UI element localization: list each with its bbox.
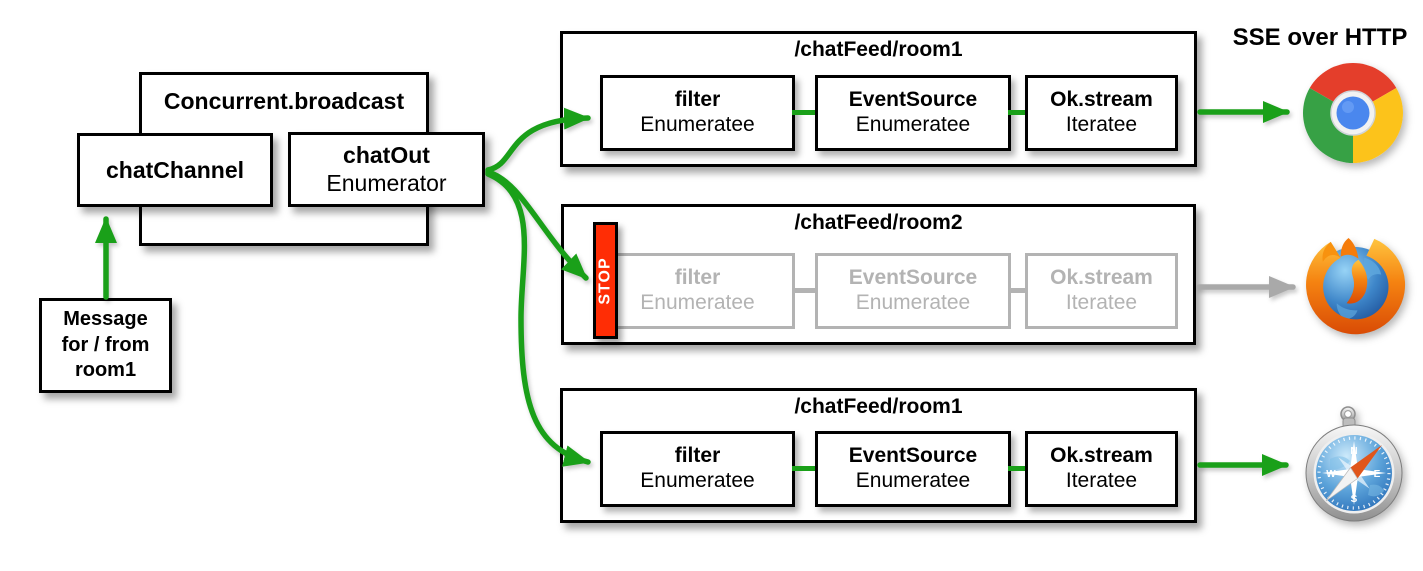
stage-type: Enumeratee xyxy=(855,113,971,136)
stage-type: Iteratee xyxy=(1065,113,1138,136)
safari-browser-icon: N E S W xyxy=(1305,406,1403,522)
stage-name: EventSource xyxy=(848,266,978,290)
stage-connector xyxy=(792,110,818,115)
compass-letter-e: E xyxy=(1374,469,1381,480)
message-line-3: room1 xyxy=(74,359,137,382)
stop-label: STOP xyxy=(596,256,614,305)
pipeline-room1-bottom: /chatFeed/room1 filter Enumeratee EventS… xyxy=(560,388,1197,523)
stage-okstream: Ok.stream Iteratee xyxy=(1025,75,1178,151)
stage-filter: filter Enumeratee xyxy=(600,253,795,329)
pipeline-title: /chatFeed/room2 xyxy=(794,211,963,234)
stage-type: Enumeratee xyxy=(640,469,755,492)
stage-eventsource: EventSource Enumeratee xyxy=(815,431,1011,507)
chrome-browser-icon xyxy=(1303,63,1403,163)
compass-letter-n: N xyxy=(1350,446,1357,457)
chat-channel-box: chatChannel xyxy=(77,133,273,207)
pipeline-title: /chatFeed/room1 xyxy=(794,395,963,418)
stage-type: Enumeratee xyxy=(640,291,755,314)
pipeline-room1-top: /chatFeed/room1 filter Enumeratee EventS… xyxy=(560,31,1197,167)
stop-bar: STOP xyxy=(593,222,618,339)
chat-out-type: Enumerator xyxy=(326,169,447,196)
stage-okstream: Ok.stream Iteratee xyxy=(1025,253,1178,329)
stage-filter: filter Enumeratee xyxy=(600,75,795,151)
stage-type: Enumeratee xyxy=(855,291,971,314)
stage-okstream: Ok.stream Iteratee xyxy=(1025,431,1178,507)
stage-connector xyxy=(1008,466,1028,471)
stage-name: Ok.stream xyxy=(1050,444,1153,468)
stage-name: filter xyxy=(674,88,721,112)
stage-name: EventSource xyxy=(848,444,978,468)
stage-connector xyxy=(792,466,818,471)
stage-type: Enumeratee xyxy=(855,469,971,492)
compass-letter-s: S xyxy=(1351,494,1358,505)
stage-eventsource: EventSource Enumeratee xyxy=(815,75,1011,151)
stage-name: filter xyxy=(674,444,721,468)
stage-type: Iteratee xyxy=(1065,291,1138,314)
chat-out-box: chatOut Enumerator xyxy=(288,132,485,207)
firefox-browser-icon xyxy=(1306,237,1406,335)
stage-name: filter xyxy=(674,266,721,290)
chat-channel-label: chatChannel xyxy=(105,156,245,183)
stage-connector xyxy=(792,288,818,293)
concurrent-broadcast-title: Concurrent.broadcast xyxy=(163,88,405,114)
sse-over-http-label: SSE over HTTP xyxy=(1232,24,1408,51)
stage-type: Enumeratee xyxy=(640,113,755,136)
chat-out-name: chatOut xyxy=(343,142,430,169)
message-box: Message for / from room1 xyxy=(39,298,172,393)
pipeline-room2-stopped: /chatFeed/room2 filter Enumeratee EventS… xyxy=(561,204,1196,345)
pipeline-title: /chatFeed/room1 xyxy=(794,38,963,61)
stage-filter: filter Enumeratee xyxy=(600,431,795,507)
stage-type: Iteratee xyxy=(1065,469,1138,492)
message-line-1: Message xyxy=(63,308,148,331)
stage-name: Ok.stream xyxy=(1050,88,1153,112)
message-line-2: for / from xyxy=(61,333,150,356)
stage-eventsource: EventSource Enumeratee xyxy=(815,253,1011,329)
stage-connector xyxy=(1008,288,1028,293)
stage-connector xyxy=(1008,110,1028,115)
stage-name: EventSource xyxy=(848,88,978,112)
stage-name: Ok.stream xyxy=(1050,266,1153,290)
compass-letter-w: W xyxy=(1326,469,1336,480)
